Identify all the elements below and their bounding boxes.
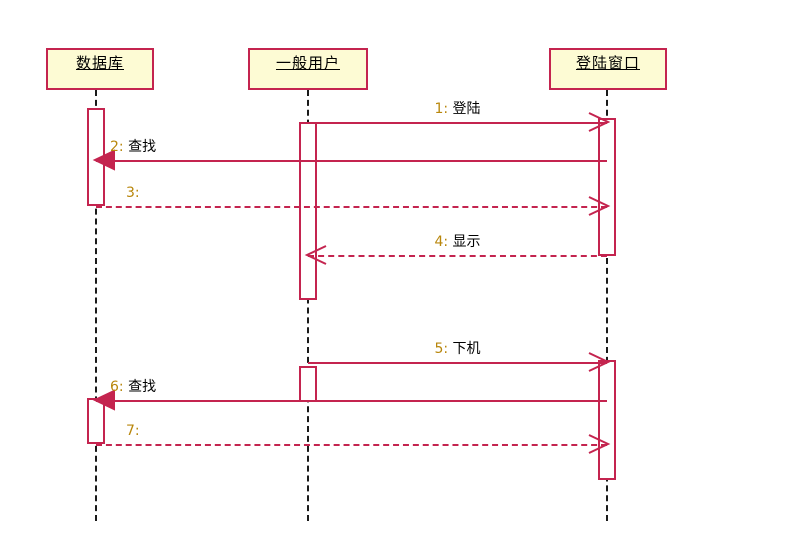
- message-label-msg-7: 7:: [126, 424, 140, 438]
- message-line-msg-4: [308, 255, 607, 257]
- arrowhead-right-icon: [588, 434, 611, 454]
- message-line-msg-2: [96, 160, 607, 162]
- message-label-msg-6: 6: 查找: [110, 380, 156, 394]
- message-label-msg-5: 5: 下机: [308, 342, 607, 356]
- lifeline-header-database[interactable]: 数据库: [46, 48, 154, 90]
- message-number-msg-1: 1:: [434, 101, 449, 117]
- arrowhead-right-icon: [588, 112, 611, 132]
- activation-bar-login-window-act-1[interactable]: [598, 118, 616, 256]
- message-number-msg-6: 6:: [110, 379, 124, 395]
- activation-bar-user-act-1[interactable]: [299, 122, 317, 300]
- message-text-msg-1: 登陆: [448, 101, 481, 117]
- message-line-msg-6: [96, 400, 607, 402]
- message-text-msg-5: 下机: [448, 341, 481, 357]
- lifeline-title-login-window: 登陆窗口: [575, 53, 640, 72]
- arrowhead-right-icon: [588, 352, 611, 372]
- lifeline-title-database: 数据库: [75, 53, 124, 72]
- message-label-msg-1: 1: 登陆: [308, 102, 607, 116]
- arrowhead-left-icon: [92, 389, 115, 411]
- lifeline-stem-database: [95, 90, 97, 521]
- message-line-msg-1: [308, 122, 607, 124]
- message-line-msg-5: [308, 362, 607, 364]
- arrowhead-right-icon: [588, 196, 611, 216]
- message-text-msg-2: 查找: [123, 139, 157, 155]
- message-label-msg-2: 2: 查找: [110, 140, 156, 154]
- lifeline-title-general-user: 一般用户: [275, 53, 340, 72]
- message-number-msg-4: 4:: [434, 234, 449, 250]
- lifeline-header-general-user[interactable]: 一般用户: [248, 48, 368, 90]
- message-line-msg-7: [96, 444, 607, 446]
- lifeline-stem-login-window: [606, 90, 608, 521]
- lifeline-stem-general-user: [307, 90, 309, 521]
- activation-bar-user-act-2[interactable]: [299, 366, 317, 402]
- message-text-msg-6: 查找: [123, 379, 157, 395]
- activation-bar-login-window-act-2[interactable]: [598, 360, 616, 480]
- message-number-msg-7: 7:: [126, 423, 140, 439]
- message-label-msg-3: 3:: [126, 186, 140, 200]
- message-number-msg-2: 2:: [110, 139, 124, 155]
- message-line-msg-3: [96, 206, 607, 208]
- message-text-msg-4: 显示: [448, 234, 481, 250]
- message-label-msg-4: 4: 显示: [308, 235, 607, 249]
- lifeline-header-login-window[interactable]: 登陆窗口: [549, 48, 667, 90]
- message-number-msg-3: 3:: [126, 185, 140, 201]
- message-number-msg-5: 5:: [434, 341, 449, 357]
- arrowhead-left-icon: [304, 245, 327, 265]
- arrowhead-left-icon: [92, 149, 115, 171]
